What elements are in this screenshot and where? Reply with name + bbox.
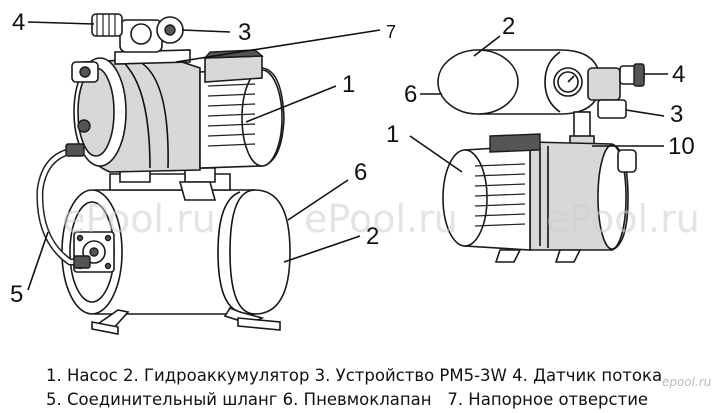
right-pressure-gauge bbox=[553, 67, 583, 97]
callout-1-right: 1 bbox=[386, 121, 399, 148]
right-control-block bbox=[569, 63, 645, 149]
right-accumulator-tank bbox=[437, 49, 601, 115]
right-pump-station: 2 6 4 3 1 10 bbox=[386, 13, 695, 263]
callout-5-left: 5 bbox=[10, 281, 23, 308]
right-motor bbox=[442, 133, 541, 251]
callout-7-left: 7 bbox=[386, 22, 396, 42]
left-leader-4 bbox=[27, 21, 95, 25]
callout-2-right: 2 bbox=[502, 13, 515, 40]
left-leader-1 bbox=[245, 85, 337, 123]
right-base-feet bbox=[494, 249, 582, 263]
left-leader-7 bbox=[175, 29, 381, 63]
watermark-left: ePool.ru bbox=[62, 197, 216, 241]
callout-4-right: 4 bbox=[672, 61, 685, 88]
left-pump-housing bbox=[71, 57, 201, 173]
watermark-middle: ePool.ru bbox=[304, 197, 458, 241]
left-leader-6 bbox=[287, 179, 349, 221]
left-leader-3 bbox=[181, 29, 231, 33]
callout-4-left: 4 bbox=[12, 9, 25, 36]
left-leader-5 bbox=[27, 231, 49, 291]
left-connecting-hose bbox=[36, 143, 91, 269]
callout-6-left: 6 bbox=[354, 159, 367, 186]
right-leader-1 bbox=[409, 135, 463, 173]
caption-line-2: 5. Соединительный шланг 6. Пневмоклапан … bbox=[46, 390, 649, 409]
left-leader-2 bbox=[283, 235, 361, 263]
left-tank-feet bbox=[91, 307, 281, 335]
left-motor bbox=[199, 49, 285, 169]
left-pump-station: 4 3 7 1 6 2 5 bbox=[10, 9, 396, 335]
callout-1-left: 1 bbox=[342, 71, 355, 98]
right-leader-3 bbox=[625, 109, 665, 117]
callout-2-left: 2 bbox=[366, 223, 379, 250]
callout-10-right: 10 bbox=[668, 133, 695, 160]
callout-6-right: 6 bbox=[404, 81, 417, 108]
right-leader-2 bbox=[473, 35, 501, 57]
callout-3-left: 3 bbox=[238, 19, 251, 46]
callout-3-right: 3 bbox=[670, 101, 683, 128]
watermark-right: ePool.ru bbox=[546, 197, 700, 241]
left-pressure-control bbox=[91, 13, 191, 65]
watermark-logo: epool.ru bbox=[662, 375, 712, 389]
caption-line-1: 1. Насос 2. Гидроаккумулятор 3. Устройст… bbox=[46, 366, 663, 385]
right-pump-body bbox=[529, 141, 637, 251]
left-accumulator-tank bbox=[61, 189, 291, 315]
